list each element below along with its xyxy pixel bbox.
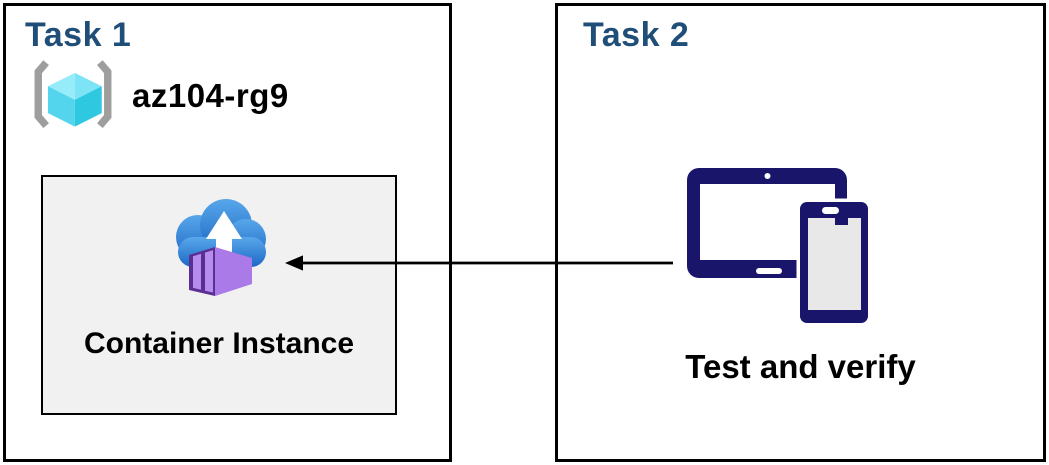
container-instance-label: Container Instance [83,327,355,360]
resource-group-name: az104-rg9 [132,77,289,114]
container-instance-icon [176,199,266,296]
resource-group: az104-rg9 [32,58,289,134]
task2-label: Test and verify [685,348,916,385]
task2-panel: Task 2 Test and verify [555,3,1046,462]
resource-group-icon [34,60,112,129]
container-instance-card: Container Instance [41,175,397,415]
task1-panel: Task 1 az104-rg9 [3,3,452,462]
task2-title: Task 2 [583,16,690,54]
tablet-phone-devices-icon [687,168,872,327]
task1-title: Task 1 [25,16,132,54]
